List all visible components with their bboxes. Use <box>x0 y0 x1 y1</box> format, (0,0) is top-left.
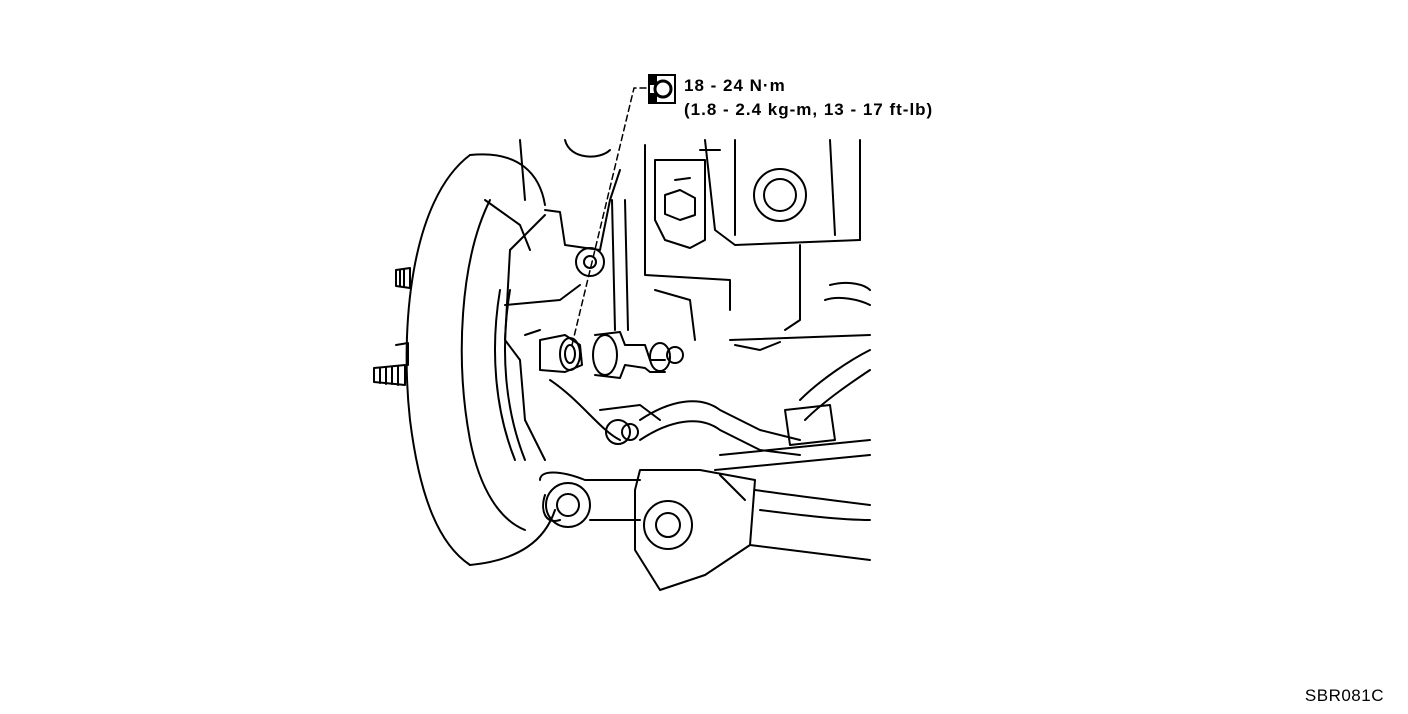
wheel-stud-upper <box>395 267 411 289</box>
torque-value-alternate: (1.8 - 2.4 kg-m, 13 - 17 ft-lb) <box>684 100 934 119</box>
torque-value-metric: 18 - 24 N·m <box>684 76 786 95</box>
wheel-stud-lower <box>373 342 409 386</box>
brake-disc <box>405 153 556 566</box>
stabilizer-nut <box>539 334 583 373</box>
mounting-bracket <box>644 144 731 341</box>
stabilizer-bar <box>714 349 871 561</box>
lower-arm <box>539 469 756 591</box>
torque-leader-line <box>571 87 647 346</box>
subframe-body <box>704 139 871 351</box>
torque-wrench-icon <box>648 74 676 104</box>
stabilizer-connecting-rod <box>592 199 684 379</box>
steering-knuckle <box>504 139 621 461</box>
brake-hose <box>549 379 836 456</box>
figure-code: SBR081C <box>1304 686 1384 705</box>
